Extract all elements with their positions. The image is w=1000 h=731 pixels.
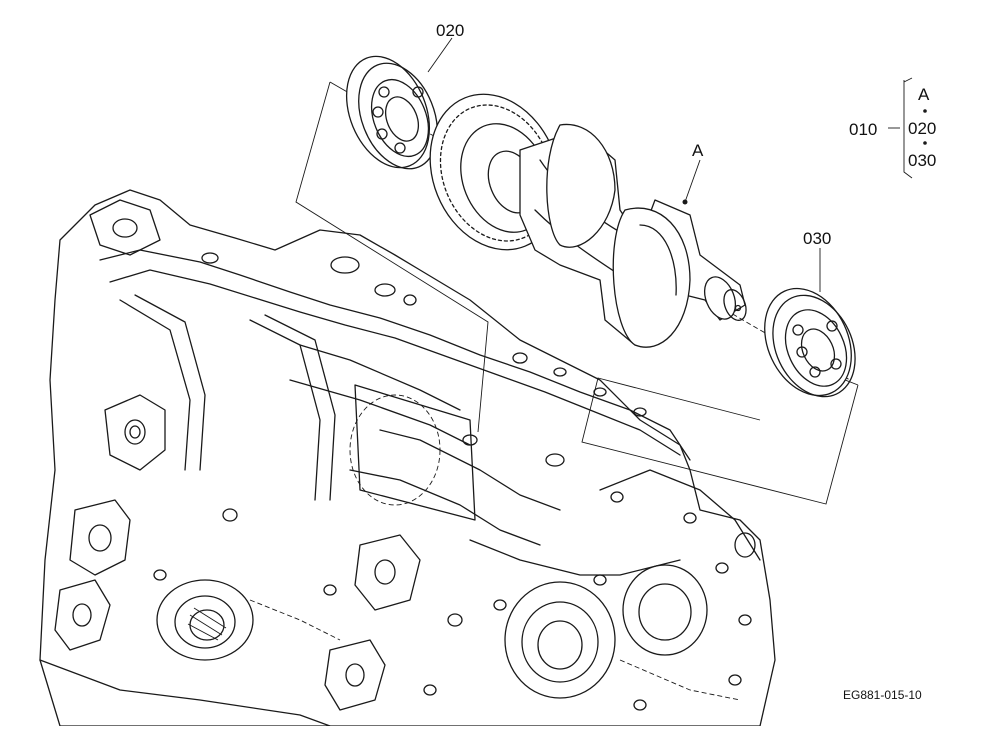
bearing-030 [764,287,856,398]
callout-a: A [692,141,704,160]
callout-030: 030 [803,229,831,248]
callout-leaders [427,37,821,292]
crankcase-housing [39,189,776,727]
legend-assembly-010: 010 [849,120,877,139]
balancer-shaft [429,93,747,348]
assembly-legend: A 010 020 030 [849,77,936,179]
drawing-code: EG881-015-10 [843,688,922,702]
legend-item-020: 020 [908,119,936,138]
callout-020: 020 [436,21,464,40]
legend-item-a: A [918,85,930,104]
bearing-020 [345,55,438,170]
legend-item-030: 030 [908,151,936,170]
